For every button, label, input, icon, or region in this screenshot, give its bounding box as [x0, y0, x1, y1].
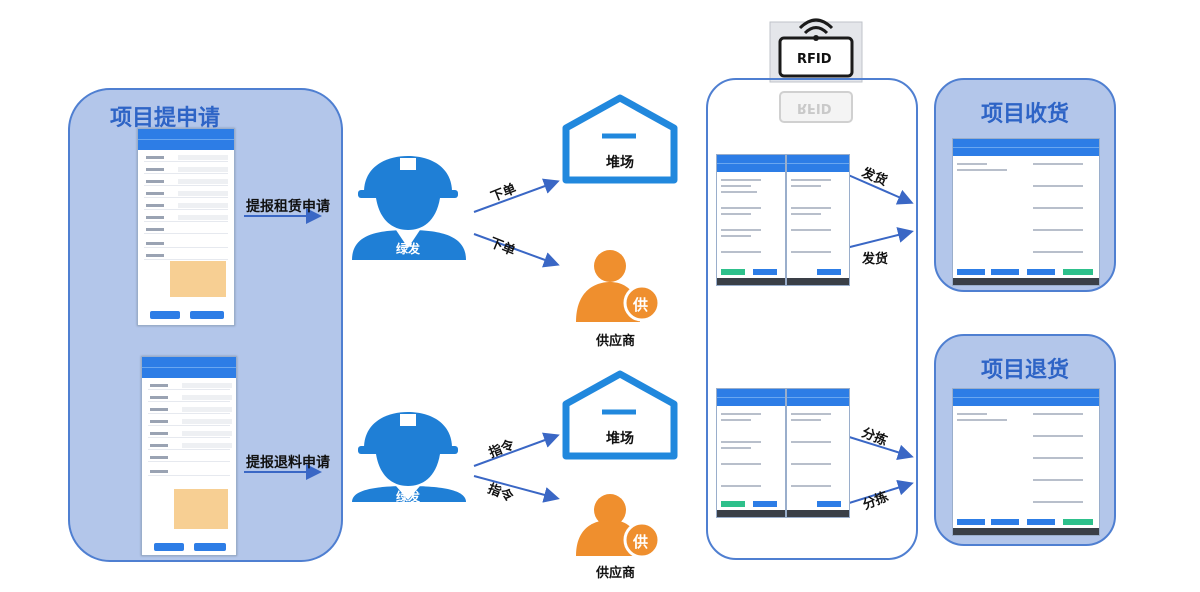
ship-label-2: 发货	[862, 252, 889, 267]
supplier-top-badge: 供	[633, 296, 649, 314]
receive-screen	[952, 138, 1100, 286]
worker-top-label: 绿发	[396, 242, 421, 256]
ship-arrow-1	[845, 173, 914, 205]
submit-button[interactable]	[190, 311, 224, 319]
hard-hat-worker-icon	[352, 156, 466, 260]
hard-hat-worker-icon	[352, 412, 466, 502]
supplier-bottom-badge: 供	[633, 533, 649, 551]
phone-header-bar	[142, 367, 236, 378]
yard-top-label: 堆场	[606, 155, 634, 171]
ship-screen-2	[786, 154, 850, 286]
sort-screen-1	[716, 388, 786, 518]
supplier-person-icon	[576, 494, 661, 559]
sort-screen-2	[786, 388, 850, 518]
warehouse-icon	[562, 370, 678, 460]
rfid-process-frame	[706, 78, 918, 560]
worker-bottom-label: 绿发	[396, 490, 421, 504]
save-button[interactable]	[150, 311, 180, 319]
supplier-top-label: 供应商	[596, 334, 636, 349]
ship-screen-1	[716, 154, 786, 286]
ship-arrow-2	[845, 227, 914, 249]
order-arrow-supplier	[473, 233, 560, 268]
rent-apply-label: 提报租赁申请	[246, 199, 330, 215]
warehouse-icon	[562, 94, 678, 184]
return-apply-phone-screen	[141, 356, 237, 556]
phone-status-bar	[142, 357, 236, 367]
phone-header-bar	[138, 139, 234, 150]
phone-status-bar	[138, 129, 234, 139]
yard-bottom-label: 堆场	[606, 431, 634, 447]
order-arrow-yard	[473, 178, 560, 213]
wifi-signal-icon	[798, 18, 834, 41]
project-receive-title: 项目收货	[980, 102, 1069, 127]
supplier-bottom-label: 供应商	[596, 566, 636, 581]
sort-arrow-2	[845, 479, 914, 505]
return-screen	[952, 388, 1100, 536]
return-apply-label: 提报退料申请	[246, 455, 330, 471]
cmd-arrow-supplier	[473, 475, 560, 503]
rent-apply-phone-screen	[137, 128, 235, 326]
sort-arrow-1	[845, 435, 914, 461]
project-return-title: 项目退货	[980, 358, 1069, 383]
submit-button[interactable]	[194, 543, 226, 551]
save-button[interactable]	[154, 543, 184, 551]
rfid-reader-icon	[769, 18, 863, 123]
cmd-arrow-yard	[473, 432, 560, 467]
rfid-label: RFID	[797, 52, 832, 67]
supplier-person-icon	[576, 250, 661, 322]
project-apply-title: 项目提申请	[109, 106, 220, 131]
